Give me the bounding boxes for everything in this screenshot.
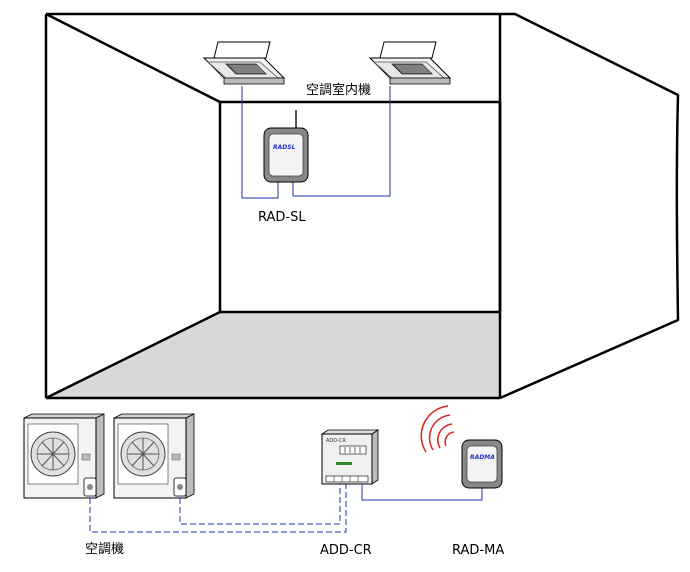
- floor: [46, 312, 500, 398]
- outdoor-unit-icon: [23, 413, 105, 499]
- ceiling: [46, 14, 500, 102]
- add-cr-label: ADD-CR: [320, 543, 372, 558]
- wireless-waves-icon: [420, 405, 455, 453]
- room: [44, 12, 680, 400]
- ceiling-cassette-icon: [368, 41, 452, 85]
- back-wall: [218, 100, 502, 314]
- rad-ma-device: RADMA: [461, 439, 503, 489]
- outdoor-wiring: [89, 482, 347, 533]
- add-cr-plate: ADD-CR: [326, 438, 346, 444]
- rad-sl-device: RADSL: [263, 110, 309, 183]
- rad-ma-label: RAD-MA: [452, 543, 504, 558]
- indoor-units-label: 空調室内機: [306, 82, 371, 98]
- indoor-wiring: [241, 86, 391, 199]
- ceiling-cassette-icon: [202, 41, 286, 85]
- right-wall-outline: [499, 12, 680, 400]
- rad-sl-label: RAD-SL: [258, 210, 306, 225]
- add-cr-device: ADD-CR: [320, 429, 380, 485]
- outdoor-units-label: 空調機: [85, 542, 124, 557]
- ma-wiring: [361, 484, 483, 501]
- rad-ma-brand: RADMA: [470, 454, 495, 461]
- rad-sl-brand: RADSL: [273, 144, 296, 151]
- outdoor-unit-icon: [113, 413, 195, 499]
